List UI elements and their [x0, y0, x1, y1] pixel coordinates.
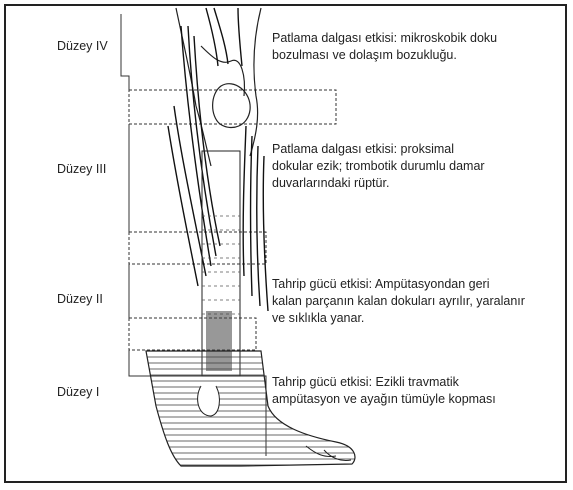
foot-shape [146, 351, 355, 466]
level-iii-label: Düzey III [57, 162, 106, 176]
leg-illustration [6, 6, 569, 485]
muscle-fibers [168, 8, 268, 311]
level-i-label: Düzey I [57, 385, 99, 399]
level-ii-label: Düzey II [57, 292, 103, 306]
level-iv-label: Düzey IV [57, 39, 108, 53]
level-iv-description: Patlama dalgası etkisi: mikroskobik doku… [272, 30, 497, 64]
level-iii-description: Patlama dalgası etkisi: proksimal dokula… [272, 141, 485, 192]
level-i-description: Tahrip gücü etkisi: Ezikli travmatik amp… [272, 374, 496, 408]
level-ii-description: Tahrip gücü etkisi: Ampütasyondan geri k… [272, 276, 525, 327]
figure-frame: Düzey IV Düzey III Düzey II Düzey I Patl… [4, 4, 567, 483]
